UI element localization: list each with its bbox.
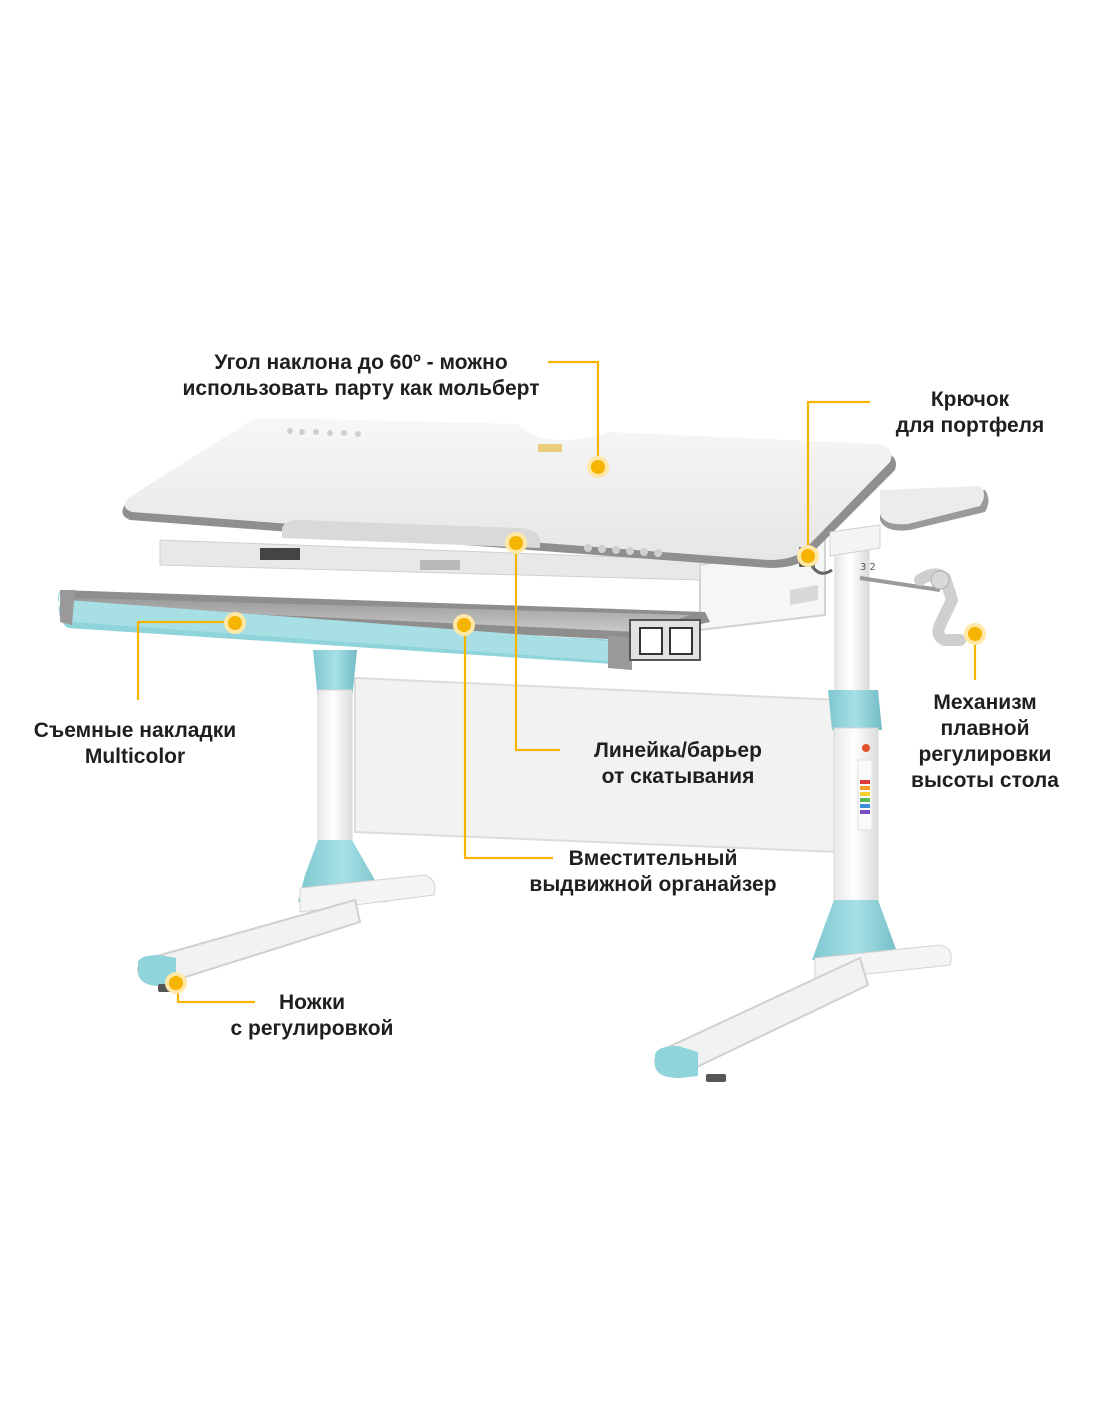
callout-mechanism-line1: Механизм: [933, 691, 1037, 714]
callout-ruler-label: Линейка/барьер от скатывания: [578, 738, 778, 790]
callout-overlays-line2: Multicolor: [84, 745, 186, 768]
callout-mechanism-line2: плавной: [940, 717, 1030, 740]
desk: 3 2: [57, 417, 989, 1082]
callout-ruler-line1: Линейка/барьер: [594, 739, 762, 762]
callout-dot-icon: [587, 456, 609, 478]
callout-mechanism-line4: высоты стола: [911, 769, 1059, 792]
right-leg: [653, 547, 952, 1082]
callout-hook-line1: Крючок: [930, 388, 1010, 411]
left-leg: [136, 650, 436, 992]
callout-overlays-label: Съемные накладки Multicolor: [20, 718, 250, 770]
callout-dots: [165, 456, 986, 994]
callout-feet-line1: Ножки: [278, 991, 346, 1014]
callout-dot-icon: [964, 623, 986, 645]
callout-mechanism-line3: регулировки: [918, 743, 1052, 766]
callout-dot-icon: [797, 545, 819, 567]
callout-ruler-line2: от скатывания: [601, 765, 755, 788]
tabletop: [122, 417, 897, 568]
callout-hook-label: Крючок для портфеля: [880, 387, 1060, 439]
callout-hook-line2: для портфеля: [895, 414, 1045, 437]
callout-feet-label: Ножки с регулировкой: [212, 990, 412, 1042]
drawer-organizer: [57, 590, 710, 670]
callout-organizer-line2: выдвижной органайзер: [529, 873, 777, 896]
callout-dot-icon: [453, 614, 475, 636]
callout-organizer-line1: Вместительный: [568, 847, 738, 870]
callout-mechanism-label: Механизм плавной регулировки высоты стол…: [900, 690, 1070, 794]
callout-dot-icon: [165, 972, 187, 994]
callout-dot-icon: [224, 612, 246, 634]
svg-text:3 2: 3 2: [860, 562, 876, 573]
callout-dot-icon: [505, 532, 527, 554]
callout-tilt-line2: использовать парту как мольберт: [182, 377, 540, 400]
callout-overlays-line1: Съемные накладки: [33, 719, 237, 742]
callout-organizer-label: Вместительный выдвижной органайзер: [512, 846, 794, 898]
callout-feet-line2: с регулировкой: [230, 1017, 394, 1040]
callout-lines: [136, 360, 977, 1004]
crank-handle-icon: 3 2: [859, 562, 966, 646]
callout-tilt-label: Угол наклона до 60º - можно использовать…: [180, 350, 542, 402]
callout-tilt-line1: Угол наклона до 60º - можно: [214, 351, 508, 374]
